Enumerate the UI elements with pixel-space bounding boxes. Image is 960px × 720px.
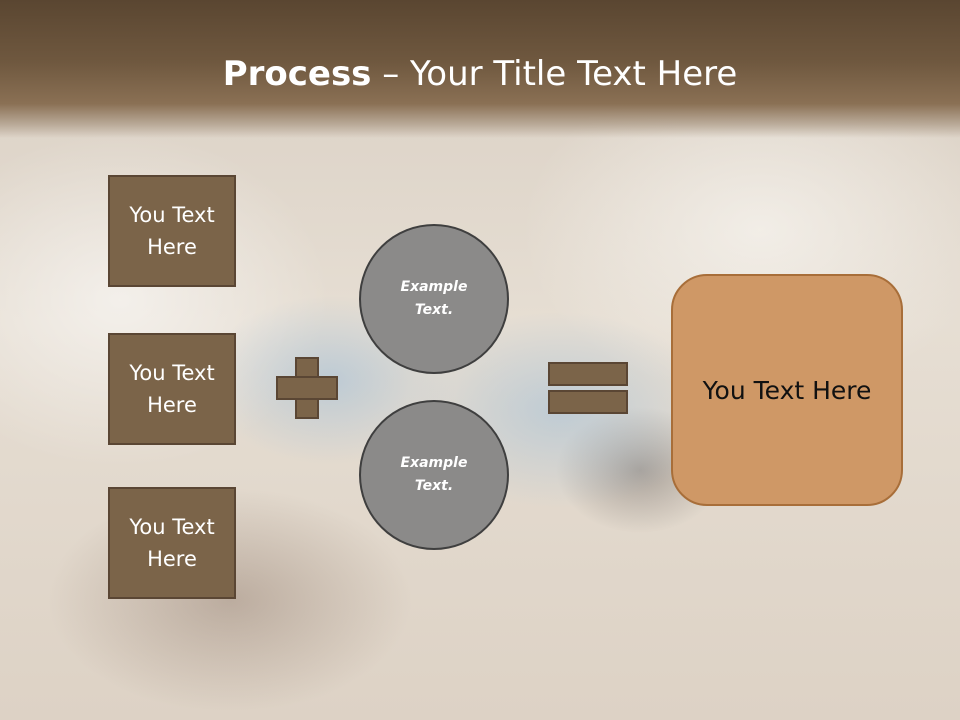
- text-box-2-line2: Here: [147, 393, 197, 417]
- example-circle-1-line2: Text.: [414, 302, 454, 318]
- title-bar: [0, 0, 960, 138]
- example-circle-1-line1: Example: [400, 279, 468, 295]
- slide-title: Process – Your Title Text Here: [0, 52, 960, 96]
- result-box[interactable]: You Text Here: [671, 274, 903, 506]
- text-box-2-line1: You Text: [129, 361, 215, 385]
- text-box-1-line2: Here: [147, 235, 197, 259]
- text-box-2[interactable]: You Text Here: [108, 333, 236, 445]
- example-circle-2-line1: Example: [400, 455, 468, 471]
- plus-icon-center: [297, 378, 317, 398]
- text-box-1-line1: You Text: [129, 203, 215, 227]
- text-box-1[interactable]: You Text Here: [108, 175, 236, 287]
- example-circle-2-line2: Text.: [414, 478, 454, 494]
- result-text: You Text Here: [702, 375, 872, 405]
- text-box-3[interactable]: You Text Here: [108, 487, 236, 599]
- equals-icon-bottom: [548, 390, 628, 414]
- text-box-3-line1: You Text: [129, 515, 215, 539]
- example-circle-1[interactable]: Example Text.: [359, 224, 509, 374]
- example-circle-2[interactable]: Example Text.: [359, 400, 509, 550]
- title-rest: – Your Title Text Here: [371, 54, 738, 94]
- text-box-3-line2: Here: [147, 547, 197, 571]
- title-bold: Process: [222, 54, 372, 94]
- equals-icon-top: [548, 362, 628, 386]
